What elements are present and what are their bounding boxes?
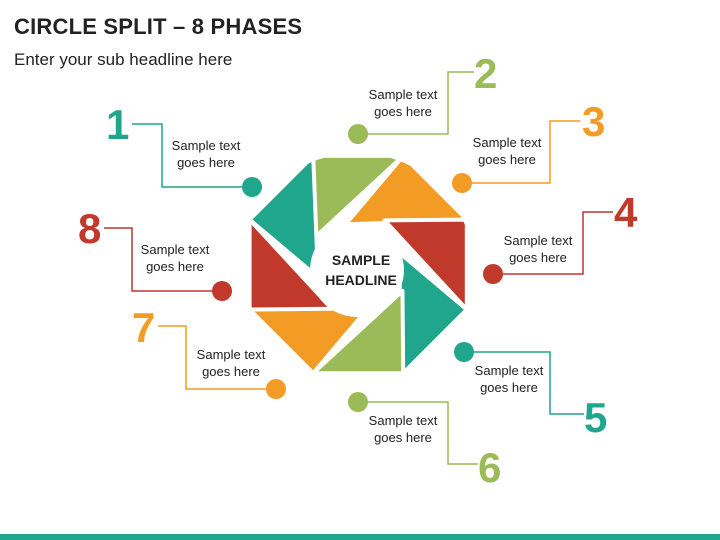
phase-label-3-line1: Sample text — [472, 135, 542, 150]
connector-5 — [464, 351, 584, 415]
phase-number-2: 2 — [474, 50, 498, 97]
phase-label-5-line1: Sample text — [474, 363, 544, 378]
phase-label-1: Sample text goes here — [151, 137, 261, 171]
phase-label-7-line2: goes here — [202, 364, 260, 379]
segment-8 — [247, 217, 334, 312]
phase-label-2-line1: Sample text — [368, 87, 438, 102]
phase-label-3-line2: goes here — [478, 152, 536, 167]
dot-3 — [452, 173, 472, 193]
phase-number-4: 4 — [614, 189, 638, 236]
dot-6 — [348, 392, 368, 412]
dot-1 — [242, 177, 262, 197]
phase-label-2-line2: goes here — [374, 104, 432, 119]
phase-label-6-line1: Sample text — [368, 413, 438, 428]
phase-label-6-line2: goes here — [374, 430, 432, 445]
dot-2 — [348, 124, 368, 144]
segment-4 — [382, 217, 469, 312]
connector-3 — [462, 120, 580, 184]
dot-5 — [454, 342, 474, 362]
phase-number-1: 1 — [106, 101, 130, 148]
center-hole — [310, 223, 404, 317]
phase-number-5: 5 — [584, 394, 608, 441]
phase-label-2: Sample text goes here — [348, 86, 458, 120]
phase-label-3: Sample text goes here — [452, 134, 562, 168]
page-title: CIRCLE SPLIT – 8 PHASES — [14, 14, 303, 39]
page-subtitle: Enter your sub headline here — [14, 50, 233, 69]
connector-1 — [132, 123, 252, 188]
phase-label-7: Sample text goes here — [176, 346, 286, 380]
phase-label-7-line1: Sample text — [196, 347, 266, 362]
phase-label-8-line2: goes here — [146, 259, 204, 274]
connector-8 — [104, 227, 222, 292]
phase-label-5-line2: goes here — [480, 380, 538, 395]
phase-label-5: Sample text goes here — [454, 362, 564, 396]
phase-label-6: Sample text goes here — [348, 412, 458, 446]
phase-label-4-line1: Sample text — [503, 233, 573, 248]
phase-number-3: 3 — [582, 98, 606, 145]
center-headline-line2: HEADLINE — [325, 272, 397, 288]
phase-label-1-line1: Sample text — [171, 138, 241, 153]
phase-number-6: 6 — [478, 444, 502, 491]
phase-label-8-line1: Sample text — [140, 242, 210, 257]
phase-number-8: 8 — [78, 205, 102, 252]
center-headline: SAMPLE HEADLINE — [306, 250, 416, 290]
segment-6 — [311, 288, 406, 376]
phase-label-4-line2: goes here — [509, 250, 567, 265]
segment-1 — [247, 153, 320, 280]
bottom-accent-bar — [0, 534, 720, 540]
dot-4 — [483, 264, 503, 284]
connector-6 — [358, 401, 478, 465]
connector-7 — [158, 325, 276, 390]
dot-8 — [212, 281, 232, 301]
phase-label-4: Sample text goes here — [483, 232, 593, 266]
center-headline-line1: SAMPLE — [331, 252, 391, 268]
connector-4 — [493, 211, 613, 275]
phase-label-8: Sample text goes here — [120, 241, 230, 275]
dot-7 — [266, 379, 286, 399]
connector-2 — [358, 71, 474, 135]
phase-number-7: 7 — [132, 304, 156, 351]
phase-label-1-line2: goes here — [177, 155, 235, 170]
